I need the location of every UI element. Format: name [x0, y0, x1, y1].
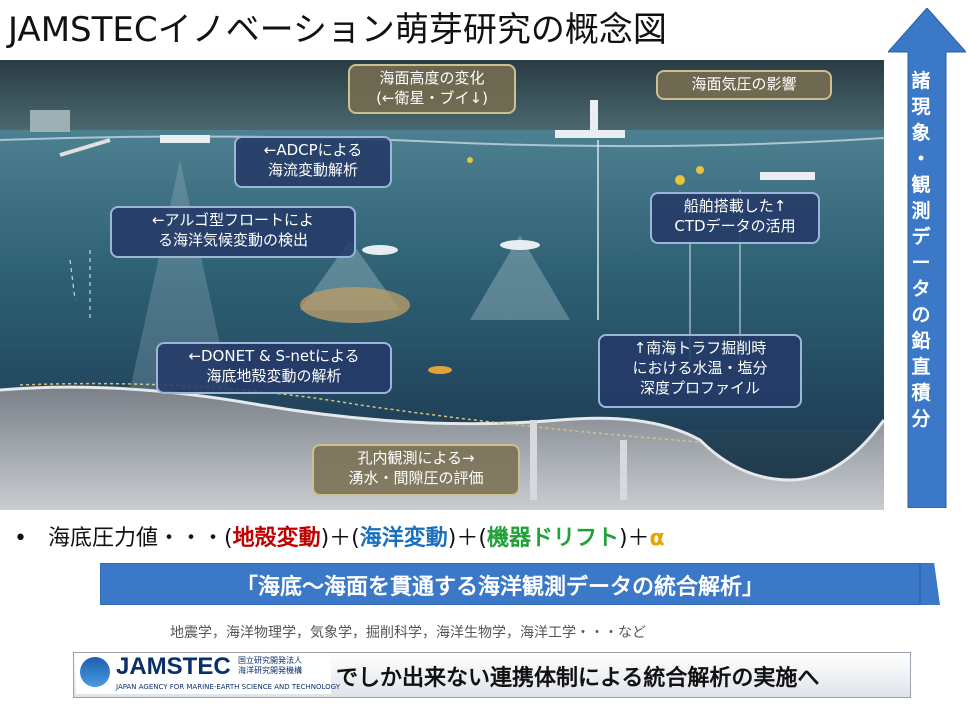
borehole-box: 孔内観測による→ 湧水・間隙圧の評価	[312, 444, 520, 496]
argo-box: ←アルゴ型フロートによ る海洋気候変動の検出	[110, 206, 356, 258]
donet-box: ←DONET & S-netによる 海底地殻変動の解析	[156, 342, 392, 394]
integration-banner-arrow	[100, 563, 940, 605]
sea-level-box: 海面高度の変化 (←衛星・ブイ↓)	[348, 64, 516, 114]
bottom-text: でしか出来ない連携体制による統合解析の実施へ	[336, 666, 820, 691]
sea-level-text: 海面高度の変化 (←衛星・ブイ↓)	[376, 69, 488, 107]
logo-en: JAPAN AGENCY FOR MARINE-EARTH SCIENCE AN…	[116, 683, 341, 691]
argo-text: ←アルゴ型フロートによ る海洋気候変動の検出	[151, 211, 315, 249]
drift-term: 機器ドリフト	[486, 526, 619, 551]
banner-text: 「海底～海面を貫通する海洋観測データの統合解析」	[235, 575, 764, 600]
formula-bullet: • 海底圧力値・・・(地殻変動)＋(海洋変動)＋(機器ドリフト)＋α	[14, 520, 665, 552]
crust-term: 地殻変動	[232, 526, 321, 551]
ctd-box: 船舶搭載した↑ CTDデータの活用	[650, 192, 820, 244]
formula-sep1: )＋(	[320, 526, 360, 551]
formula-sep3: )＋	[618, 526, 650, 551]
ocean-illustration	[0, 60, 884, 510]
vertical-arrow-label: 諸現象・観測データの鉛直積分	[904, 68, 938, 432]
nankai-text: ↑南海トラフ掘削時 における水温・塩分 深度プロファイル	[632, 339, 768, 397]
jamstec-mark-icon	[80, 657, 110, 687]
formula-prefix: 海底圧力値・・・(	[47, 526, 233, 551]
alpha-term: α	[649, 526, 665, 551]
pressure-box: 海面気圧の影響	[656, 70, 832, 100]
adcp-text: ←ADCPによる 海流変動解析	[263, 141, 363, 179]
ctd-text: 船舶搭載した↑ CTDデータの活用	[674, 197, 796, 235]
borehole-text: 孔内観測による→ 湧水・間隙圧の評価	[348, 449, 484, 487]
logo-ja-line1: 国立研究開発法人	[238, 656, 302, 665]
formula-sep2: )＋(	[447, 526, 487, 551]
logo-word: JAMSTEC	[116, 653, 231, 680]
adcp-box: ←ADCPによる 海流変動解析	[234, 136, 392, 188]
jamstec-logo	[76, 654, 331, 694]
logo-ja-line2: 海洋研究開発機構	[238, 666, 302, 675]
research-fields: 地震学，海洋物理学，気象学，掘削科学，海洋生物学，海洋工学・・・など	[170, 625, 646, 641]
vertical-arrow-text: 諸現象・観測データの鉛直積分	[911, 70, 931, 430]
logo-ja: 国立研究開発法人 海洋研究開発機構	[238, 656, 302, 676]
ocean-term: 海洋変動	[359, 526, 448, 551]
bullet-marker: •	[14, 526, 27, 551]
nankai-box: ↑南海トラフ掘削時 における水温・塩分 深度プロファイル	[598, 334, 802, 408]
ocean-observation-scene: 海面高度の変化 (←衛星・ブイ↓) 海面気圧の影響 ←ADCPによる 海流変動解…	[0, 60, 884, 510]
pressure-text: 海面気圧の影響	[691, 75, 797, 93]
vertical-integration-arrow	[888, 8, 966, 508]
donet-text: ←DONET & S-netによる 海底地殻変動の解析	[188, 347, 360, 385]
page-title: JAMSTECイノベーション萌芽研究の概念図	[8, 10, 667, 50]
